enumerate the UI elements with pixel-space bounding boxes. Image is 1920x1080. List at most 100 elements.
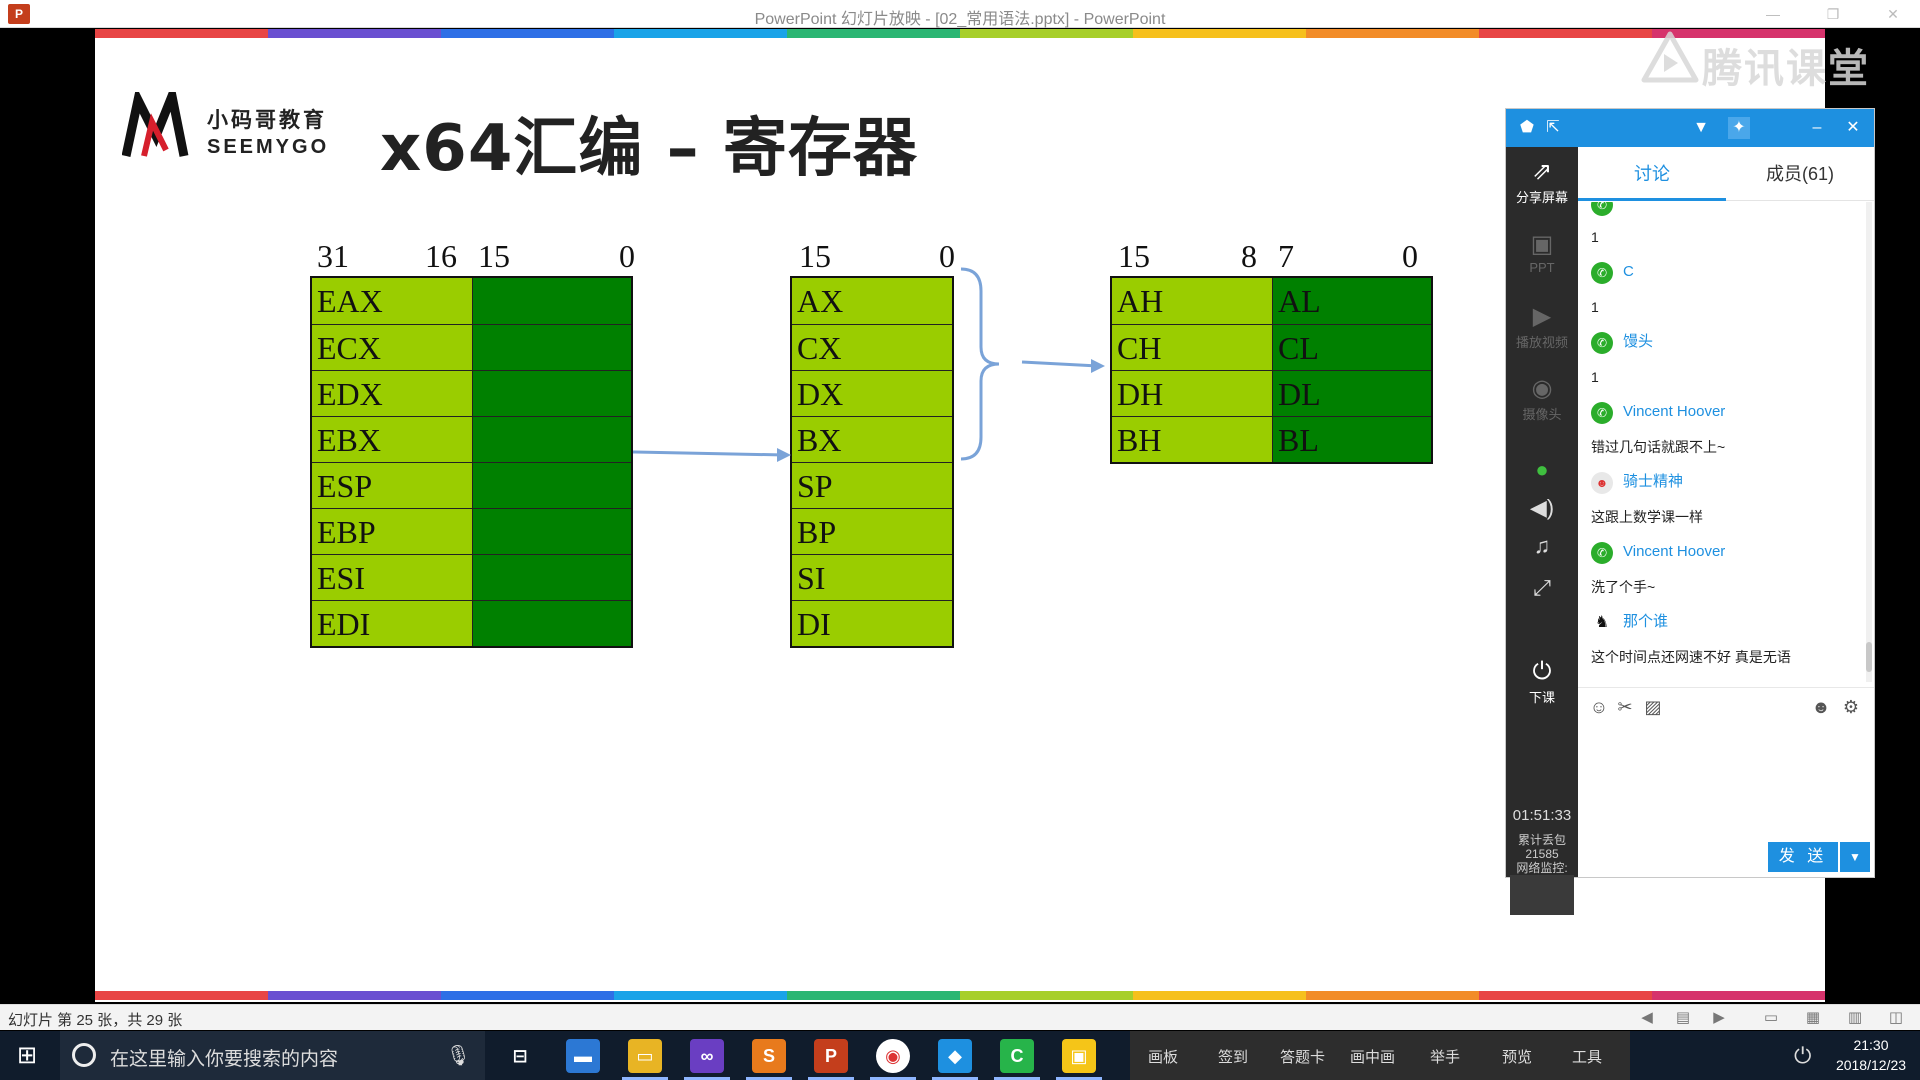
chat-scrollbar[interactable] xyxy=(1866,202,1872,682)
message-author[interactable]: 那个谁 xyxy=(1623,613,1669,630)
scissors-icon[interactable]: ✂ xyxy=(1617,697,1633,717)
taskbar-search[interactable]: 在这里输入你要搜索的内容 🎙 xyxy=(60,1031,485,1080)
fullscreen-icon[interactable]: ⤢ xyxy=(1533,575,1551,600)
person-avatar-icon[interactable]: ☻ xyxy=(1591,472,1613,494)
reading-view-icon[interactable]: ▥ xyxy=(1847,1009,1863,1026)
previous-slide-icon[interactable]: ◀ xyxy=(1641,1009,1653,1026)
register-low-half xyxy=(472,463,631,508)
music-icon[interactable]: ♫ xyxy=(1533,533,1551,558)
power-icon[interactable]: ⏻ xyxy=(1794,1043,1812,1068)
share-icon[interactable]: ⇱ xyxy=(1546,119,1560,136)
message-author[interactable]: 馒头 xyxy=(1623,333,1654,350)
register-row: CX xyxy=(792,324,952,370)
end-class-label: 下课 xyxy=(1528,690,1555,705)
tool-whiteboard[interactable]: 画板 xyxy=(1148,1049,1179,1066)
message-author[interactable]: Vincent Hoover xyxy=(1623,543,1726,560)
qq-avatar-icon[interactable]: ♞ xyxy=(1591,612,1613,634)
wechat-avatar-icon[interactable]: ✆ xyxy=(1591,542,1613,564)
menu-icon[interactable]: ▤ xyxy=(1675,1009,1691,1026)
slideshow-view-icon[interactable]: ◫ xyxy=(1888,1009,1904,1026)
play-video-button[interactable]: ▶ 播放视频 xyxy=(1506,302,1578,351)
rainbow-bar-bottom xyxy=(95,991,1825,1000)
cortana-icon[interactable] xyxy=(72,1043,96,1067)
wechat-avatar-icon[interactable]: ✆ xyxy=(1591,202,1613,216)
user-settings-icon[interactable]: ☻ xyxy=(1811,697,1831,717)
dropdown-icon[interactable]: ▼ xyxy=(1693,119,1709,136)
send-options-button[interactable]: ▼ xyxy=(1840,842,1870,872)
tencent-classroom-icon[interactable]: ◆ xyxy=(932,1039,978,1080)
camera-button[interactable]: ◉ 摄像头 xyxy=(1506,374,1578,423)
message-author[interactable]: 骑士精神 xyxy=(1623,473,1684,490)
chat-toolbar: ☺ ✂ ▨ ☻ ⚙ xyxy=(1578,687,1874,725)
ppt-button[interactable]: ▣ PPT xyxy=(1506,230,1578,275)
next-slide-icon[interactable]: ▶ xyxy=(1713,1009,1725,1026)
message-header: ✆ 馒头 xyxy=(1591,324,1874,360)
register-row: EDX xyxy=(312,370,631,416)
minimize-icon[interactable]: – xyxy=(1812,119,1822,136)
slide[interactable]: 小码哥教育 SEEMYGO x64汇编 – 寄存器 31 16 15 0 EAX… xyxy=(95,29,1825,1002)
rainbow-segment xyxy=(1133,991,1306,1000)
camera-icon: ◉ xyxy=(1531,375,1553,402)
chrome-icon[interactable]: ◉ xyxy=(870,1039,916,1080)
message-header: ☻ 骑士精神 xyxy=(1591,464,1874,500)
thumbtack-icon[interactable]: ✦ xyxy=(1728,117,1750,139)
close-icon[interactable]: ✕ xyxy=(1846,119,1860,136)
windows-start-icon[interactable]: ⊞ xyxy=(16,1042,38,1069)
image-icon[interactable]: ▨ xyxy=(1644,697,1662,717)
register-name: EBX xyxy=(312,417,472,462)
clock-time: 21:30 xyxy=(1853,1037,1889,1053)
file-explorer-icon[interactable]: ▭ xyxy=(622,1039,668,1080)
restore-button[interactable]: ❐ xyxy=(1826,6,1840,22)
microphone-icon[interactable]: 🎙 xyxy=(445,1045,471,1067)
register-name: SP xyxy=(792,463,952,508)
tool-signin[interactable]: 签到 xyxy=(1218,1049,1249,1066)
tool-tools[interactable]: 工具 xyxy=(1572,1049,1603,1066)
wechat-avatar-icon[interactable]: ✆ xyxy=(1591,402,1613,424)
send-button[interactable]: 发 送 xyxy=(1768,842,1838,872)
rainbow-segment xyxy=(268,29,441,38)
close-button[interactable]: ✕ xyxy=(1887,6,1899,22)
wechat-avatar-icon[interactable]: ✆ xyxy=(1591,332,1613,354)
message-author[interactable]: C xyxy=(1623,263,1634,280)
clock-date: 2018/12/23 xyxy=(1835,1057,1907,1073)
message-author[interactable]: Vincent Hoover xyxy=(1623,403,1726,420)
rainbow-segment xyxy=(95,991,268,1000)
tab-discussion[interactable]: 讨论 xyxy=(1578,147,1726,201)
tool-answer-card[interactable]: 答题卡 xyxy=(1280,1049,1326,1066)
powerpoint-taskbar-icon[interactable]: P xyxy=(808,1039,854,1080)
microphone-icon[interactable]: ● xyxy=(1535,457,1549,482)
tool-raise-hand[interactable]: 举手 xyxy=(1430,1049,1461,1066)
end-class-button[interactable]: ⏻ 下课 xyxy=(1506,657,1578,706)
computer-icon[interactable]: ▬ xyxy=(566,1039,600,1073)
notepad-icon[interactable]: ▣ xyxy=(1056,1039,1102,1080)
tool-preview[interactable]: 预览 xyxy=(1502,1049,1533,1066)
register-row: DX xyxy=(792,370,952,416)
task-view-icon[interactable]: ⊟ xyxy=(512,1046,528,1066)
pin-icon[interactable]: ⬟ xyxy=(1520,119,1534,136)
arrow-32-to-16 xyxy=(632,448,791,462)
register-row: ECX xyxy=(312,324,631,370)
register-name: EBP xyxy=(312,509,472,554)
minimize-button[interactable]: — xyxy=(1766,6,1780,22)
speaker-icon[interactable]: ◀) xyxy=(1529,495,1555,520)
tab-members[interactable]: 成员(61) xyxy=(1765,164,1834,184)
scrollbar-thumb[interactable] xyxy=(1866,642,1872,672)
visual-studio-icon[interactable]: ∞ xyxy=(684,1039,730,1080)
register-low-half xyxy=(472,417,631,462)
normal-view-icon[interactable]: ▭ xyxy=(1763,1009,1779,1026)
gear-icon[interactable]: ⚙ xyxy=(1842,697,1860,717)
register-row: EBP xyxy=(312,508,631,554)
share-screen-button[interactable]: ⇗ 分享屏幕 xyxy=(1506,157,1578,206)
emoji-icon[interactable]: ☺ xyxy=(1589,697,1609,717)
system-clock[interactable]: 21:30 2018/12/23 xyxy=(1826,1035,1916,1075)
clion-icon[interactable]: C xyxy=(994,1039,1040,1080)
search-placeholder[interactable]: 在这里输入你要搜索的内容 xyxy=(110,1049,339,1070)
sublime-text-icon[interactable]: S xyxy=(746,1039,792,1080)
tool-picture-in-picture[interactable]: 画中画 xyxy=(1350,1049,1396,1066)
wechat-avatar-icon[interactable]: ✆ xyxy=(1591,262,1613,284)
rainbow-bar-top xyxy=(95,29,1825,38)
sorter-view-icon[interactable]: ▦ xyxy=(1805,1009,1821,1026)
register-row: ESI xyxy=(312,554,631,600)
